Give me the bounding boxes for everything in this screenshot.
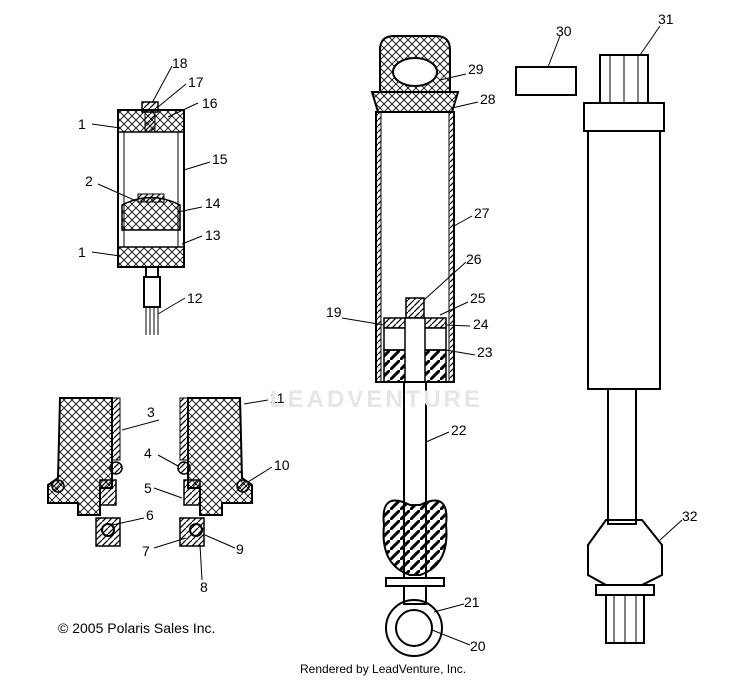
callout-3: 3 [147,404,155,420]
callout-1b: 1 [78,244,86,260]
watermark: LEADVENTURE [270,386,484,413]
callout-7: 7 [142,543,150,559]
callout-10: 10 [274,457,290,473]
callout-12: 12 [187,290,203,306]
shock-assembly [370,35,460,657]
reservoir-body [117,109,185,268]
shaft-assembled [607,388,637,525]
callout-18: 18 [172,55,188,71]
callout-15: 15 [212,151,228,167]
bushing-right [179,517,205,547]
o-ring-left [109,461,123,475]
callout-19: 19 [326,304,342,320]
callout-labels: 1 1 2 3 4 5 6 7 8 9 10 11 12 13 14 15 16… [78,11,698,654]
leader-lines [91,25,683,646]
callout-26: 26 [466,251,482,267]
callout-2: 2 [85,173,93,189]
eyelet-bottom [385,599,443,657]
callout-23: 23 [477,344,493,360]
callout-8: 8 [200,579,208,595]
callout-25: 25 [470,290,486,306]
schrader-valve-cap [141,101,159,113]
shock-body-assembled [587,130,661,390]
piston-nut [405,297,425,319]
callout-20: 20 [470,638,486,654]
callout-13: 13 [205,227,221,243]
callout-29: 29 [468,61,484,77]
callout-22: 22 [451,422,467,438]
bumper-assembled [587,519,663,586]
callout-24: 24 [473,316,489,332]
seal-head-section [47,397,253,547]
callout-4: 4 [144,445,152,461]
callout-1a: 1 [78,116,86,132]
bushing-left [95,517,121,547]
spacer-30 [515,66,577,96]
copyright-notice: © 2005 Polaris Sales Inc. [58,620,216,636]
rod-seal-left [99,479,117,506]
schrader-valve [144,111,156,133]
reservoir-bottom-cap [117,246,185,268]
o-ring-right [177,461,191,475]
callout-11: 11 [270,390,285,406]
rod-seal-right [183,479,201,506]
callout-31: 31 [658,11,674,27]
callout-16: 16 [202,95,218,111]
callout-6: 6 [146,507,154,523]
callout-5: 5 [144,480,152,496]
shock-assembled [515,54,665,644]
reservoir-fitting [143,276,161,308]
bumper [382,499,448,576]
bushing-bottom [395,609,433,647]
callout-32: 32 [682,508,698,524]
reservoir-assembly [117,101,185,335]
callout-17: 17 [188,74,204,90]
callout-14: 14 [205,195,221,211]
body-collar [583,102,665,132]
callout-21: 21 [464,594,480,610]
callout-9: 9 [236,541,244,557]
rendered-by-credit: Rendered by LeadVenture, Inc. [300,662,467,676]
body-cap [370,91,460,113]
o-ring-outer [236,479,250,493]
reservoir-hose [145,307,159,335]
callout-28: 28 [480,91,496,107]
callout-30: 30 [556,23,572,39]
callout-27: 27 [474,205,490,221]
